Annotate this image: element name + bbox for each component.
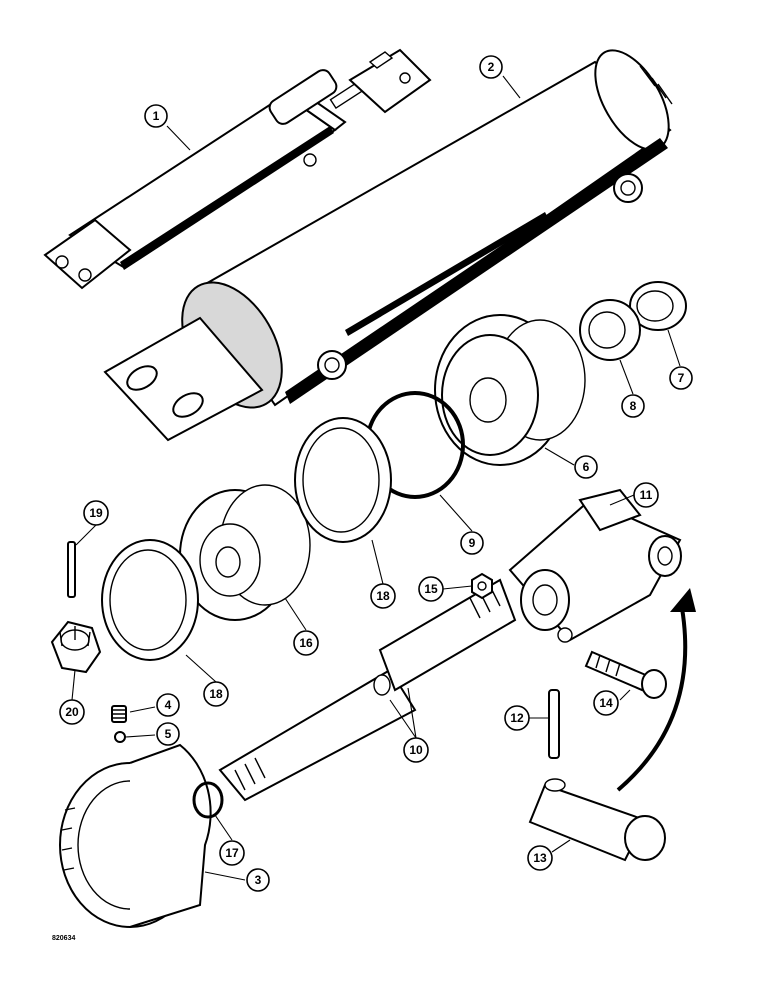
part-3-gland-nut [59, 743, 212, 928]
callout-label: 17 [225, 846, 239, 860]
callout-14: 14 [593, 690, 619, 716]
part-19-cotter-pin [67, 541, 76, 598]
callout-6: 6 [574, 455, 598, 479]
part-14-cap-screw [584, 650, 667, 699]
callout-label: 9 [469, 536, 476, 550]
assembly-arrow [616, 588, 696, 792]
callout-label: 18 [209, 687, 223, 701]
callout-label: 19 [89, 506, 103, 520]
callout-label: 12 [510, 711, 524, 725]
callout-5: 5 [156, 722, 180, 746]
part-13-pivot-pin [528, 778, 666, 862]
callout-18-lower: 18 [203, 681, 229, 707]
callout-8: 8 [621, 394, 645, 418]
callout-label: 11 [640, 488, 653, 502]
callout-label: 18 [376, 589, 390, 603]
part-16-piston [179, 484, 311, 621]
callout-label: 1 [153, 109, 160, 123]
part-4-set-screw [111, 705, 127, 723]
part-18-wear-ring-lower [101, 539, 199, 661]
part-2-cylinder-barrel [103, 49, 673, 442]
part-18-wear-ring-upper [294, 417, 392, 543]
callout-label: 15 [424, 582, 438, 596]
part-6-piston [434, 314, 586, 466]
part-5-ball [114, 731, 126, 743]
callout-15: 15 [418, 576, 444, 602]
callout-13: 13 [527, 845, 553, 871]
part-8-rod-seal [579, 299, 641, 361]
part-20-castle-nut [50, 620, 102, 674]
callout-4: 4 [156, 693, 180, 717]
callout-19: 19 [83, 500, 109, 526]
callout-1: 1 [144, 104, 168, 128]
part-7-wiper [629, 281, 687, 331]
callout-label: 13 [533, 851, 547, 865]
callout-17: 17 [219, 840, 245, 866]
callout-16: 16 [293, 630, 319, 656]
leader-lines [71, 75, 681, 881]
callout-label: 16 [299, 636, 313, 650]
part-12-roll-pin [548, 689, 560, 759]
part-11-rod-eye [508, 488, 682, 643]
callout-7: 7 [669, 366, 693, 390]
callout-18-upper: 18 [370, 583, 396, 609]
callout-label: 5 [165, 727, 172, 741]
callout-label: 14 [599, 696, 613, 710]
callout-3: 3 [246, 868, 270, 892]
callout-label: 8 [630, 399, 637, 413]
callout-2: 2 [479, 55, 503, 79]
callout-9: 9 [460, 531, 484, 555]
callout-label: 7 [678, 371, 685, 385]
callout-label: 10 [409, 743, 423, 757]
callout-label: 2 [488, 60, 495, 74]
reference-code: 820634 [52, 935, 75, 942]
callout-label: 4 [165, 698, 172, 712]
callout-label: 3 [255, 873, 262, 887]
callout-12: 12 [504, 705, 530, 731]
part-15-nut [471, 572, 493, 600]
callout-10: 10 [403, 737, 429, 763]
callout-11: 11 [633, 482, 659, 508]
part-17-small-o-ring [192, 781, 224, 819]
part-10-piston-rod [218, 578, 517, 802]
callout-label: 20 [65, 705, 79, 719]
part-1-assembled-cylinder [43, 48, 432, 290]
callout-20: 20 [59, 699, 85, 725]
callout-label: 6 [583, 460, 590, 474]
